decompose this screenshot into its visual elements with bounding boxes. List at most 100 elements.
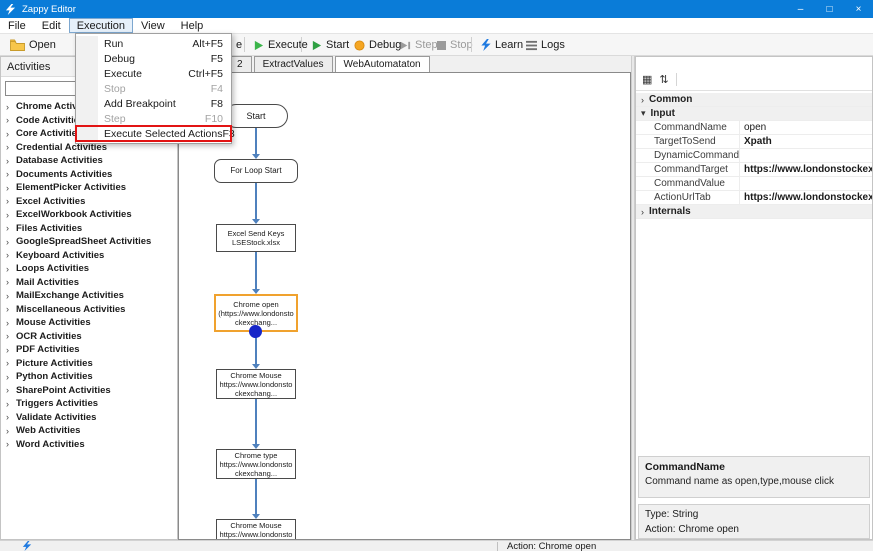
property-value[interactable]: Xpath <box>744 136 772 147</box>
menu-item-execute-selected-actions[interactable]: Execute Selected Actions F3 <box>75 125 235 142</box>
activity-group-web[interactable]: ›Web Activities <box>1 424 177 438</box>
activity-group-excelworkbook[interactable]: ›ExcelWorkbook Activities <box>1 208 177 222</box>
menu-item-label: Debug <box>104 52 135 65</box>
menu-item-stop[interactable]: Stop F4 <box>76 81 231 96</box>
property-row-targettosend: TargetToSend Xpath <box>636 135 872 149</box>
property-group-input[interactable]: ▾ Input <box>636 107 872 121</box>
menu-item-shortcut: Alt+F5 <box>192 37 223 50</box>
menu-item-run[interactable]: Run Alt+F5 <box>76 36 231 51</box>
logs-button[interactable]: Logs <box>522 35 569 55</box>
chevron-right-icon: › <box>6 236 9 247</box>
menu-edit[interactable]: Edit <box>41 19 61 32</box>
chevron-right-icon: › <box>6 331 9 342</box>
selection-action: Action: Chrome open <box>645 523 739 535</box>
activity-group-excel[interactable]: ›Excel Activities <box>1 195 177 209</box>
activity-group-documents[interactable]: ›Documents Activities <box>1 168 177 182</box>
property-group-internals[interactable]: › Internals <box>636 205 872 219</box>
start-button[interactable]: Start <box>307 35 353 55</box>
partially-hidden-button-label[interactable]: e <box>236 39 243 51</box>
execute-button[interactable]: Execute <box>249 35 312 55</box>
activity-group-label: Credential Activities <box>16 141 107 153</box>
sort-alphabetical-icon[interactable]: ⇅ <box>659 74 669 86</box>
menu-item-add-breakpoint[interactable]: Add Breakpoint F8 <box>76 96 231 111</box>
panel-splitter[interactable] <box>631 56 635 540</box>
menu-file[interactable]: File <box>8 19 26 32</box>
open-button[interactable]: Open <box>6 35 60 55</box>
property-key: ActionUrlTab <box>636 191 740 204</box>
tab-webautomataton[interactable]: WebAutomataton <box>334 56 430 72</box>
close-button[interactable]: × <box>855 3 862 15</box>
activity-group-code[interactable]: ›Code Activities <box>1 114 177 128</box>
activity-group-googlespreadsheet[interactable]: ›GoogleSpreadSheet Activities <box>1 235 177 249</box>
activity-group-mail[interactable]: ›Mail Activities <box>1 276 177 290</box>
activity-group-database[interactable]: ›Database Activities <box>1 154 177 168</box>
activity-group-validate[interactable]: ›Validate Activities <box>1 411 177 425</box>
learn-button-label: Learn <box>495 39 524 51</box>
categorized-view-icon[interactable]: ▦ <box>642 74 653 86</box>
breakpoint-dot[interactable] <box>249 325 262 338</box>
flow-node-start[interactable]: Start <box>224 104 288 128</box>
property-group-common[interactable]: › Common <box>636 93 872 107</box>
activity-group-chrome[interactable]: ›Chrome Activities <box>1 100 177 114</box>
workflow-canvas[interactable]: Start For Loop Start Excel Send Keys LSE… <box>178 72 631 540</box>
menu-help[interactable]: Help <box>180 19 204 32</box>
tab-extractvalues[interactable]: ExtractValues <box>253 56 333 72</box>
chevron-right-icon: › <box>6 142 9 153</box>
activity-group-keyboard[interactable]: ›Keyboard Activities <box>1 249 177 263</box>
flow-node-excel-send-keys[interactable]: Excel Send Keys LSEStock.xlsx <box>216 224 296 252</box>
property-value[interactable]: https://www.londonstockexc <box>744 192 872 203</box>
chevron-right-icon: › <box>6 169 9 180</box>
activity-group-credential[interactable]: › Credential Activities <box>1 141 177 155</box>
step-button[interactable]: Step <box>396 35 442 55</box>
menu-item-label: Stop <box>104 82 126 95</box>
chevron-right-icon: › <box>6 223 9 234</box>
flow-connector <box>255 399 257 444</box>
activity-group-word[interactable]: ›Word Activities <box>1 438 177 452</box>
activity-group-mailexchange[interactable]: ›MailExchange Activities <box>1 289 177 303</box>
start-button-label: Start <box>326 39 350 51</box>
activity-group-elementpicker[interactable]: ›ElementPicker Activities <box>1 181 177 195</box>
activity-group-mouse[interactable]: ›Mouse Activities <box>1 316 177 330</box>
stop-button[interactable]: Stop <box>433 35 477 55</box>
menu-item-debug[interactable]: Debug F5 <box>76 51 231 66</box>
status-bar-separator <box>497 542 498 551</box>
activity-group-picture[interactable]: ›Picture Activities <box>1 357 177 371</box>
minimize-button[interactable]: – <box>797 3 804 15</box>
activity-group-files[interactable]: ›Files Activities <box>1 222 177 236</box>
activity-group-pdf[interactable]: ›PDF Activities <box>1 343 177 357</box>
menu-item-shortcut: F10 <box>204 112 223 125</box>
activity-group-miscellaneous[interactable]: ›Miscellaneous Activities <box>1 303 177 317</box>
activity-group-loops[interactable]: ›Loops Activities <box>1 262 177 276</box>
maximize-button[interactable]: □ <box>826 3 833 15</box>
menu-view[interactable]: View <box>141 19 165 32</box>
chevron-right-icon: › <box>6 425 9 436</box>
chevron-down-icon: ▾ <box>641 108 646 118</box>
chevron-right-icon: › <box>6 250 9 261</box>
menu-item-step[interactable]: Step F10 <box>76 111 231 126</box>
toolbar-separator <box>301 37 302 52</box>
property-row-dynamiccommandtarget: DynamicCommandT... <box>636 149 872 163</box>
flow-node-chrome-open[interactable]: Chrome open (https://www.londonsto ckexc… <box>214 294 298 332</box>
chevron-right-icon: › <box>6 128 9 139</box>
activity-group-triggers[interactable]: ›Triggers Activities <box>1 397 177 411</box>
activity-group-label: Mouse Activities <box>16 317 91 329</box>
selection-type: Type: String <box>645 509 699 520</box>
menu-item-execute[interactable]: Execute Ctrl+F5 <box>76 66 231 81</box>
menu-execution[interactable]: Execution <box>68 18 134 33</box>
menu-item-shortcut: F8 <box>210 97 223 110</box>
activities-tree: ›Chrome Activities ›Code Activities ›Cor… <box>1 100 177 539</box>
stop-icon <box>437 40 446 50</box>
property-value[interactable]: open <box>744 122 767 133</box>
activity-group-ocr[interactable]: ›OCR Activities <box>1 330 177 344</box>
flow-node-for-loop-start[interactable]: For Loop Start <box>214 159 298 183</box>
learn-button[interactable]: Learn <box>477 35 527 55</box>
flow-node-chrome-mouse-2[interactable]: Chrome Mouse https://www.londonsto ckexc… <box>216 519 296 539</box>
activity-group-python[interactable]: ›Python Activities <box>1 370 177 384</box>
flow-node-chrome-type[interactable]: Chrome type https://www.londonsto ckexch… <box>216 449 296 479</box>
chevron-right-icon: › <box>6 385 9 396</box>
activity-group-core[interactable]: ›Core Activities <box>1 127 177 141</box>
flow-node-chrome-mouse-1[interactable]: Chrome Mouse https://www.londonsto ckexc… <box>216 369 296 399</box>
property-value[interactable]: https://www.londonstockexc <box>744 164 872 175</box>
debug-button[interactable]: Debug <box>350 35 405 55</box>
activity-group-sharepoint[interactable]: ›SharePoint Activities <box>1 384 177 398</box>
